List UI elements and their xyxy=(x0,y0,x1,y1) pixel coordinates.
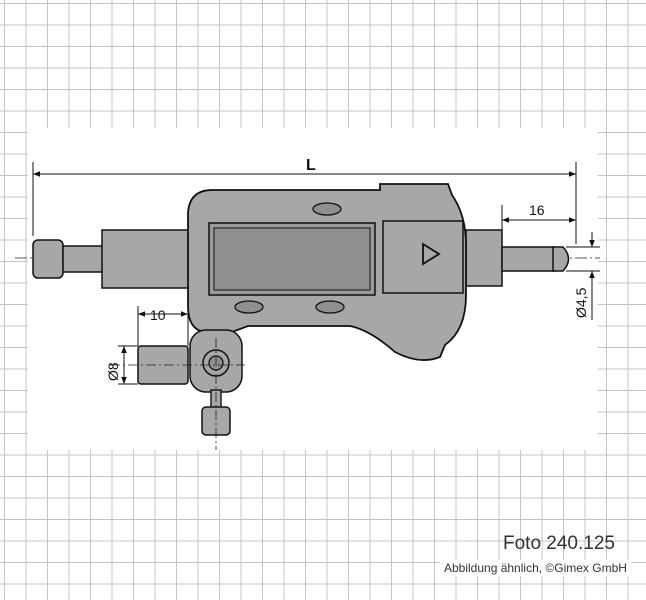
dimension-label-16: 16 xyxy=(529,202,545,218)
dimension-label-10: 10 xyxy=(150,307,166,323)
display-screen xyxy=(213,227,371,291)
clamp-cylinder xyxy=(137,345,189,385)
right-spindle-sleeve xyxy=(465,229,503,287)
play-arrow-icon xyxy=(422,242,441,266)
bottom-left-oval-button xyxy=(234,300,264,314)
left-spindle-tip xyxy=(32,239,64,279)
image-credit-caption: Abbildung ähnlich, ©Gimex GmbH xyxy=(440,560,631,576)
top-oval-button xyxy=(312,202,342,216)
left-spindle-shaft xyxy=(62,245,104,273)
bottom-right-oval-button xyxy=(315,300,345,314)
right-spindle-tip xyxy=(552,246,570,272)
dimension-label-L: L xyxy=(306,157,316,174)
dimension-label-tip-diameter: Ø4,5 xyxy=(573,287,589,318)
dimension-label-clamp-diameter: Ø8 xyxy=(105,362,121,381)
photo-number-caption: Foto 240.125 xyxy=(503,533,615,554)
left-spindle-sleeve xyxy=(101,229,191,289)
right-spindle-shaft xyxy=(501,246,555,272)
